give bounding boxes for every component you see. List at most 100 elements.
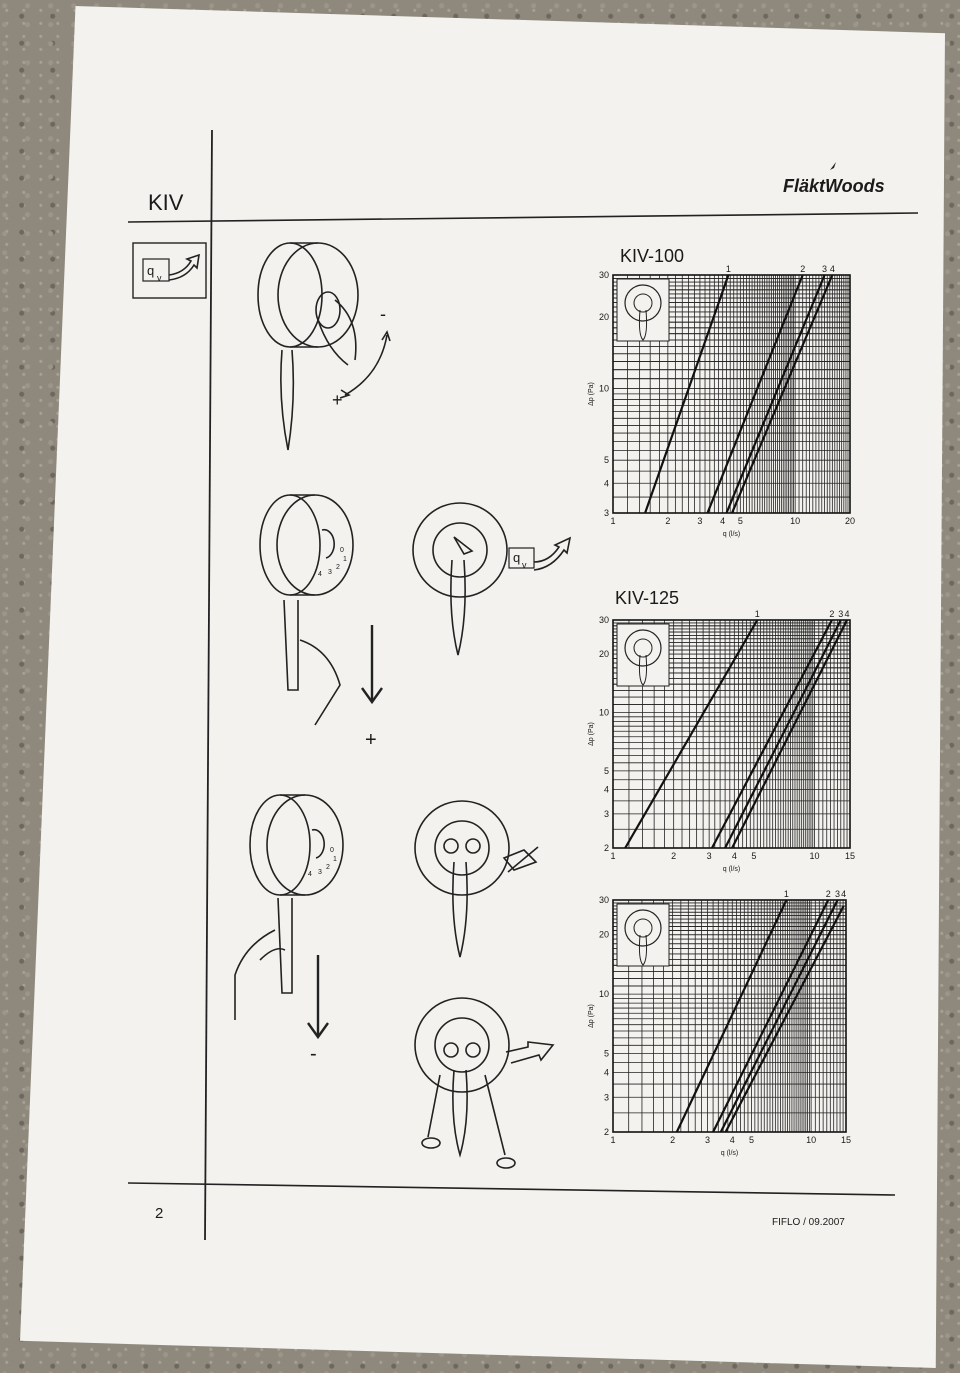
- x-axis-label: q (l/s): [723, 531, 741, 538]
- x-tick-label: 5: [751, 851, 756, 861]
- y-tick-label: 30: [599, 615, 609, 625]
- svg-text:q: q: [147, 263, 154, 278]
- y-tick-label: 4: [604, 785, 609, 795]
- inset-background: [616, 623, 670, 687]
- series-label-2: 2: [826, 889, 831, 899]
- y-tick-label: 10: [599, 707, 609, 717]
- plot-frame: [612, 274, 851, 514]
- svg-text:-: -: [310, 1043, 317, 1065]
- x-tick-label: 4: [732, 851, 737, 861]
- y-tick-label: 30: [599, 895, 609, 905]
- airflow-qv-symbol: q v: [132, 242, 207, 299]
- y-tick-label: 10: [599, 989, 609, 999]
- plot-frame: [612, 899, 847, 1133]
- y-axis-label: Δp (Pa): [588, 1004, 595, 1028]
- plot-frame: [612, 619, 851, 849]
- series-label-1: 1: [755, 609, 760, 619]
- footer-rule: [127, 1182, 896, 1196]
- logo-leaf-icon: [830, 162, 836, 170]
- series-line-3: [725, 274, 826, 514]
- x-tick-label: 5: [749, 1135, 754, 1145]
- x-tick-label: 10: [790, 516, 800, 526]
- series-line-2: [711, 619, 833, 849]
- damper-inset-core: [633, 638, 653, 658]
- x-tick-label: 2: [670, 1135, 675, 1145]
- y-tick-label: 10: [599, 384, 609, 394]
- x-tick-label: 3: [697, 516, 702, 526]
- series-line-4: [731, 619, 848, 849]
- inset-background: [616, 903, 670, 967]
- x-tick-label: 10: [806, 1135, 816, 1145]
- svg-text:-: -: [380, 304, 386, 324]
- header-rule: [127, 212, 919, 223]
- vertical-rule: [204, 129, 213, 1241]
- series-label-4: 4: [845, 609, 850, 619]
- illustration-pull-minus: 0 1 2 3 4 -: [234, 794, 555, 1169]
- page-number: 2: [155, 1205, 163, 1222]
- y-axis-label: Δp (Pa): [588, 722, 595, 746]
- series-label-4: 4: [841, 889, 846, 899]
- svg-text:3: 3: [328, 569, 332, 576]
- x-tick-label: 2: [671, 851, 676, 861]
- x-tick-label: 4: [720, 516, 725, 526]
- y-tick-label: 3: [604, 809, 609, 819]
- x-tick-label: 15: [845, 851, 855, 861]
- damper-inset-icon: [624, 629, 662, 667]
- y-tick-label: 3: [604, 1092, 609, 1102]
- x-axis-label: q (l/s): [723, 866, 741, 873]
- chart-title-kiv-125: KIV-125: [615, 588, 679, 608]
- svg-text:+: +: [332, 390, 343, 410]
- svg-text:1: 1: [343, 556, 347, 563]
- svg-text:2: 2: [336, 564, 340, 571]
- y-tick-label: 5: [604, 766, 609, 776]
- svg-text:+: +: [365, 729, 377, 751]
- damper-inset-core: [633, 918, 653, 938]
- series-line-3: [719, 899, 839, 1133]
- damper-inset-core: [633, 293, 653, 313]
- series-line-3: [724, 619, 842, 849]
- chart-title-kiv-100: KIV-100: [620, 246, 684, 266]
- y-tick-label: 2: [604, 843, 609, 853]
- y-tick-label: 20: [599, 312, 609, 322]
- series-label-2: 2: [800, 264, 805, 274]
- damper-inset-handle: [638, 654, 648, 686]
- series-label-1: 1: [784, 889, 789, 899]
- svg-text:v: v: [157, 273, 162, 283]
- series-label-2: 2: [829, 609, 834, 619]
- damper-inset-icon: [624, 284, 662, 322]
- series-label-3: 3: [835, 889, 840, 899]
- y-tick-label: 5: [604, 1049, 609, 1059]
- series-label-3: 3: [822, 264, 827, 274]
- series-line-1: [675, 899, 788, 1133]
- series-label-1: 1: [726, 264, 731, 274]
- x-tick-label: 1: [610, 516, 615, 526]
- document-reference: FIFLO / 09.2007: [772, 1217, 845, 1228]
- series-line-2: [712, 899, 830, 1133]
- y-tick-label: 5: [604, 455, 609, 465]
- series-label-3: 3: [838, 609, 843, 619]
- series-line-1: [644, 274, 730, 514]
- brand-logo: FläktWoods: [783, 176, 885, 196]
- svg-text:2: 2: [326, 864, 330, 871]
- series-line-2: [706, 274, 804, 514]
- series-label-4: 4: [830, 264, 835, 274]
- svg-text:q: q: [513, 550, 520, 565]
- x-axis-label: q (l/s): [721, 1150, 739, 1157]
- x-tick-label: 15: [841, 1135, 851, 1145]
- product-code: KIV: [148, 190, 184, 215]
- y-tick-label: 2: [604, 1127, 609, 1137]
- y-tick-label: 4: [604, 1068, 609, 1078]
- svg-text:4: 4: [308, 871, 312, 878]
- x-tick-label: 1: [610, 851, 615, 861]
- damper-inset-icon: [624, 909, 662, 947]
- illustration-adjust-rotate: - +: [257, 242, 391, 451]
- svg-text:0: 0: [330, 847, 334, 854]
- svg-text:4: 4: [318, 571, 322, 578]
- series-line-4: [724, 905, 845, 1133]
- series-line-1: [624, 619, 759, 849]
- x-tick-label: 5: [738, 516, 743, 526]
